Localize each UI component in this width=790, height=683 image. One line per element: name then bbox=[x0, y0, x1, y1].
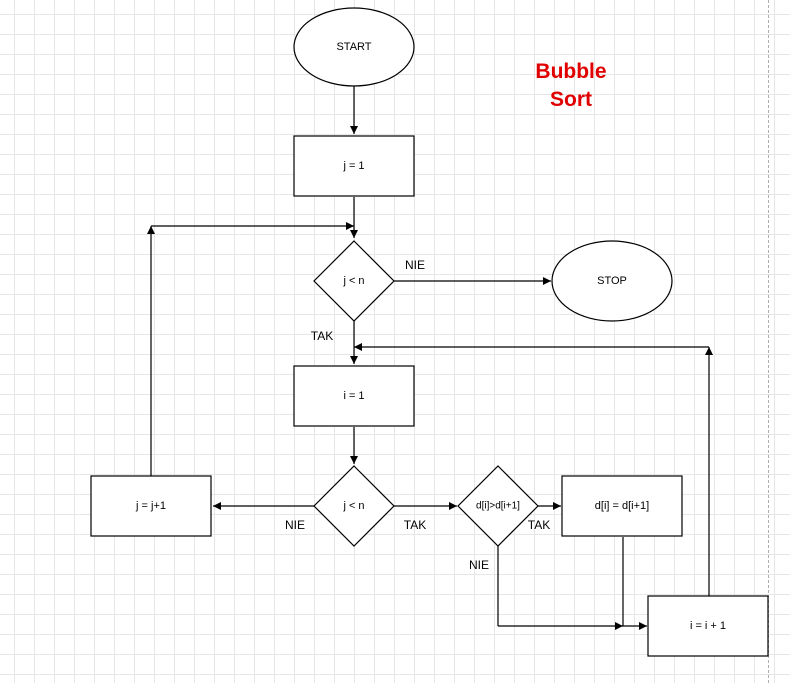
outer-condition-label: j < n bbox=[342, 275, 364, 287]
init-i-process[interactable] bbox=[293, 365, 415, 427]
inner-yes-label: TAK bbox=[404, 518, 426, 532]
inner-condition-label: j < n bbox=[342, 500, 364, 512]
outer-no-label: NIE bbox=[405, 258, 425, 272]
start-terminator[interactable] bbox=[293, 7, 415, 87]
outer-yes-label: TAK bbox=[311, 329, 333, 343]
title-line-1: Bubble bbox=[535, 60, 607, 83]
compare-decision[interactable] bbox=[457, 465, 539, 547]
compare-no-label: NIE bbox=[469, 558, 489, 572]
incr-j-label: j = j+1 bbox=[135, 500, 166, 512]
outer-condition-decision[interactable] bbox=[313, 240, 395, 322]
compare-label: d[i]>d[i+1] bbox=[476, 501, 520, 512]
inner-condition-decision[interactable] bbox=[313, 465, 395, 547]
init-j-process[interactable] bbox=[293, 135, 415, 197]
start-label: START bbox=[336, 41, 371, 53]
diagram-title: Bubble Sort bbox=[508, 58, 634, 114]
stop-label: STOP bbox=[597, 275, 627, 287]
compare-yes-label: TAK bbox=[528, 518, 550, 532]
assign-label: d[i] = d[i+1] bbox=[595, 500, 649, 512]
init-i-label: i = 1 bbox=[343, 390, 364, 402]
incr-j-process[interactable] bbox=[90, 475, 212, 537]
assign-process[interactable] bbox=[561, 475, 683, 537]
page-boundary bbox=[768, 0, 769, 683]
init-j-label: j = 1 bbox=[342, 160, 364, 172]
incr-i-process[interactable] bbox=[647, 595, 769, 657]
edge-assign-to-incr-i[interactable] bbox=[622, 537, 647, 630]
stop-terminator[interactable] bbox=[551, 240, 673, 322]
incr-i-label: i = i + 1 bbox=[690, 620, 726, 632]
title-line-2: Sort bbox=[550, 88, 592, 111]
inner-no-label: NIE bbox=[285, 518, 305, 532]
